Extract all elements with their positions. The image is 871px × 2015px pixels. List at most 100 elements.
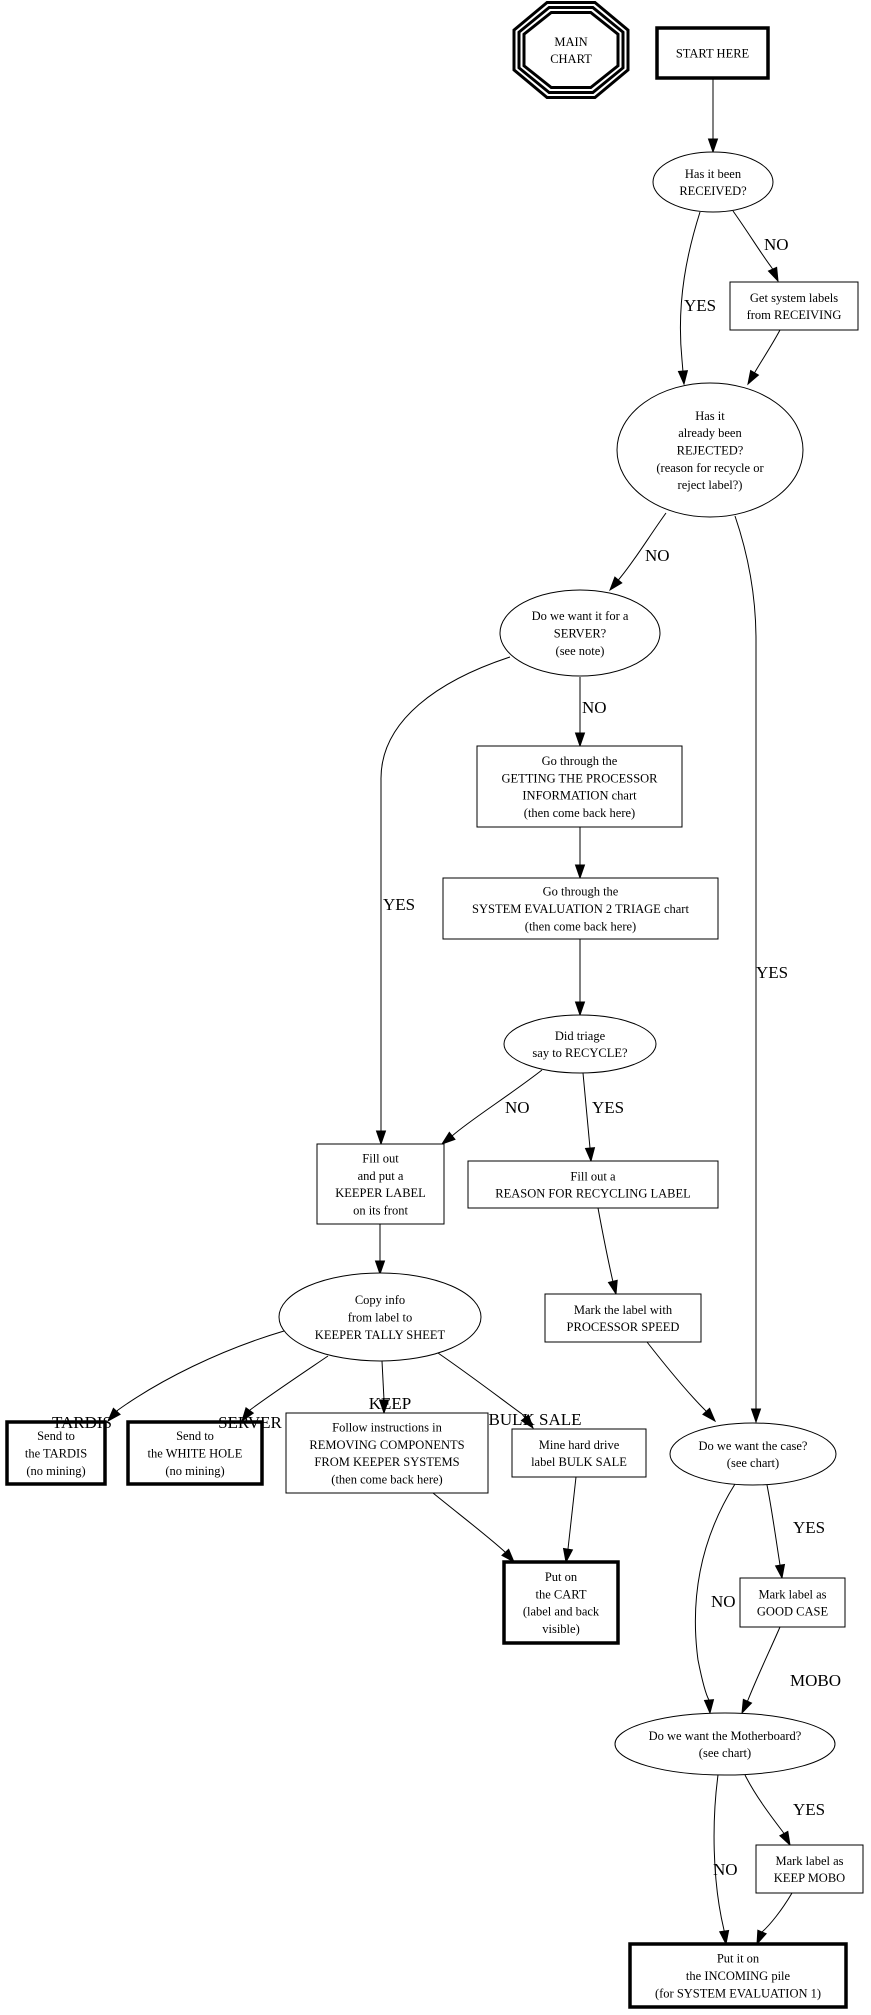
edge-sys-eval2-to-triage-q xyxy=(574,939,586,1017)
edge-keep-mobo-to-incoming xyxy=(756,1892,793,1946)
edge-line xyxy=(597,1207,614,1283)
ellipse-shape xyxy=(652,151,774,213)
edge-line-end xyxy=(521,1413,526,1419)
node-text-line: Do we want it for a xyxy=(532,609,629,623)
node-text-line: reject label?) xyxy=(678,478,743,492)
node-text-line: Mark label as xyxy=(758,1587,826,1601)
node-text-line: the CART xyxy=(536,1587,587,1601)
edge-label: YES xyxy=(793,1800,825,1819)
edge-bulk-sale-to-cart xyxy=(562,1476,577,1564)
edge-case-q-to-good-case xyxy=(766,1484,786,1580)
box-shape xyxy=(316,1143,445,1225)
node-text-line: label BULK SALE xyxy=(531,1455,627,1469)
edge-label: BULK SALE xyxy=(488,1410,581,1429)
node-text-line: KEEPER TALLY SHEET xyxy=(315,1328,446,1342)
node-start: START HERE xyxy=(655,26,770,80)
arrowhead-icon xyxy=(767,266,779,283)
box-shape xyxy=(544,1293,702,1343)
node-mobo-q: Do we want the Motherboard?(see chart) xyxy=(614,1712,836,1776)
node-text-line: Fill out a xyxy=(570,1169,616,1183)
node-keep-mobo: Mark label as KEEP MOBO xyxy=(755,1844,864,1894)
node-text-line: Did triage xyxy=(555,1029,606,1043)
arrowhead-icon xyxy=(584,1147,596,1163)
node-text-line: Fill out xyxy=(362,1152,399,1166)
edge-label: SERVER xyxy=(218,1413,282,1432)
edge-copy-info-to-tardis xyxy=(106,1330,285,1423)
node-text-line: Go through the xyxy=(542,754,618,768)
edge-line xyxy=(437,1352,523,1415)
edge-label: KEEP xyxy=(369,1394,412,1413)
edge-line xyxy=(713,1774,725,1931)
edge-line xyxy=(679,211,701,361)
node-text-line: and put a xyxy=(358,1169,404,1183)
node-text-line: (see chart) xyxy=(727,1456,779,1470)
edge-received-q-to-rejected-q xyxy=(677,211,701,386)
arrowhead-icon xyxy=(501,1548,516,1564)
box-shape xyxy=(502,1560,620,1645)
ellipse-shape xyxy=(616,382,804,518)
edge-line xyxy=(451,1069,543,1137)
node-text-line: on its front xyxy=(353,1203,408,1217)
edges-layer xyxy=(106,78,793,1946)
box-shape xyxy=(285,1412,489,1494)
node-text-line: the INCOMING pile xyxy=(686,1969,791,1983)
node-text-line: CHART xyxy=(550,52,592,66)
arrowhead-icon xyxy=(520,1414,534,1430)
arrowhead-icon xyxy=(375,1130,387,1146)
edge-line xyxy=(582,1072,591,1149)
node-text-line: the TARDIS xyxy=(25,1447,87,1461)
ellipse-shape xyxy=(499,589,661,677)
edge-label: YES xyxy=(592,1098,624,1117)
node-text-line: INFORMATION chart xyxy=(522,789,637,803)
edge-rejected-q-to-case-q xyxy=(734,515,762,1424)
edge-line xyxy=(754,329,781,373)
node-text-line: (no mining) xyxy=(165,1464,224,1478)
edge-copy-info-to-bulk-sale xyxy=(437,1352,534,1430)
edge-keeper-label-to-copy-info xyxy=(374,1224,386,1276)
edge-recycle-label-to-processor-speed xyxy=(597,1207,618,1296)
node-text-line: KEEP MOBO xyxy=(774,1871,845,1885)
arrowhead-icon xyxy=(707,138,719,154)
box-shape xyxy=(729,281,859,331)
node-text-line: REASON FOR RECYCLING LABEL xyxy=(495,1187,691,1201)
arrowhead-icon xyxy=(440,1131,456,1145)
edge-label: TARDIS xyxy=(52,1413,112,1432)
node-text-line: Get system labels xyxy=(750,291,838,305)
node-text-line: Put it on xyxy=(717,1952,760,1966)
node-text-line: GETTING THE PROCESSOR xyxy=(501,771,658,785)
node-text-line: REMOVING COMPONENTS xyxy=(309,1438,464,1452)
node-text-line: (see note) xyxy=(556,644,605,658)
edge-server-q-to-keeper-label xyxy=(375,656,511,1146)
edge-line xyxy=(381,1360,385,1401)
node-text-line: from label to xyxy=(348,1311,413,1325)
edge-removing-to-cart xyxy=(432,1492,516,1564)
node-text-line: Mark label as xyxy=(775,1854,843,1868)
arrowhead-icon xyxy=(703,1699,715,1715)
arrowhead-icon xyxy=(607,1279,618,1296)
node-text-line: FROM KEEPER SYSTEMS xyxy=(314,1455,459,1469)
arrowhead-icon xyxy=(609,576,623,592)
edge-line xyxy=(249,1355,329,1411)
edge-server-q-to-processor-info xyxy=(574,677,586,748)
node-text-line: Go through the xyxy=(543,885,619,899)
arrowhead-icon xyxy=(750,1408,762,1424)
edge-get-labels-to-rejected-q xyxy=(747,329,781,386)
node-text-line: Has it xyxy=(695,409,725,423)
node-text-line: START HERE xyxy=(676,47,750,61)
node-text-line: Do we want the Motherboard? xyxy=(649,1729,802,1743)
node-text-line: (label and back xyxy=(523,1605,600,1619)
box-shape xyxy=(467,1160,719,1209)
edge-line xyxy=(734,515,757,1408)
node-text-line: Put on xyxy=(545,1570,578,1584)
arrowhead-icon xyxy=(574,864,586,880)
